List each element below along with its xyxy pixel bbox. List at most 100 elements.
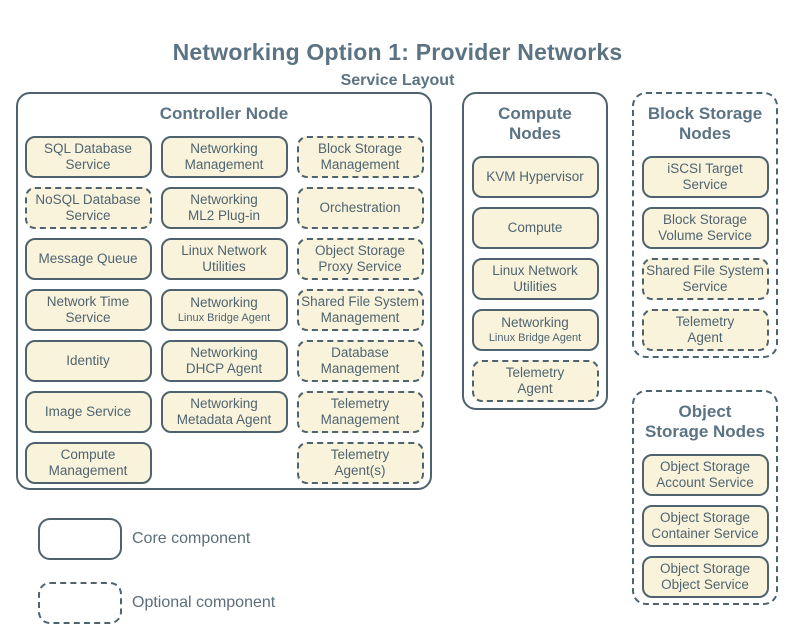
message-queue-box: Message Queue — [24, 238, 152, 280]
service-label-line: Object Storage — [314, 242, 406, 258]
service-label-line: Volume Service — [658, 228, 752, 243]
service-label-line: Account Service — [656, 475, 754, 490]
legend-core-row: Core component — [38, 518, 275, 560]
service-label-line: Networking — [501, 315, 569, 331]
service-label-line: NoSQL Database — [35, 191, 141, 207]
service-label-line: Service — [65, 310, 111, 325]
service-label-line: Image Service — [44, 403, 132, 419]
service-label-line: Object Service — [661, 577, 749, 592]
service-label-line: Networking — [190, 295, 258, 311]
service-label-line: Proxy Service — [318, 259, 402, 274]
legend-optional-row: Optional component — [38, 582, 275, 624]
service-label-line: DHCP Agent — [185, 361, 263, 376]
service-label-line: Agent — [517, 381, 553, 396]
service-label-line: Service — [65, 208, 111, 223]
legend: Core component Optional component — [38, 518, 275, 642]
service-label-line: Utilities — [202, 259, 246, 274]
service-label-line: Telemetry — [505, 364, 565, 380]
service-label-line: Networking — [190, 395, 258, 411]
service-label-line: Linux Bridge Agent — [177, 311, 271, 324]
service-label-line: Network Time — [46, 293, 130, 309]
optional-component-label: Optional component — [132, 594, 276, 611]
service-label-line: Telemetry — [330, 395, 390, 411]
service-label-line: iSCSI Target — [667, 160, 743, 176]
service-label-line: Nodes — [509, 124, 561, 143]
service-label-line: Linux Network — [492, 262, 578, 278]
optional-component-swatch — [38, 582, 122, 624]
service-label-line: Identity — [66, 352, 110, 368]
service-label-line: Storage Nodes — [645, 422, 765, 441]
service-label-line: Service — [65, 157, 111, 172]
service-label-line: Block Storage — [647, 104, 763, 123]
service-label-line: Container Service — [651, 526, 759, 541]
service-label-line: Utilities — [513, 279, 557, 294]
service-label-line: Telemetry — [675, 313, 735, 329]
service-label-line: Shared File System — [301, 293, 419, 309]
service-label-line: Service — [682, 279, 728, 294]
service-label-line: Compute — [60, 446, 116, 462]
service-label-line: Management — [320, 412, 400, 427]
service-label-line: Management — [184, 157, 264, 172]
service-label-line: Compute — [507, 219, 563, 235]
diagram-subtitle: Service Layout — [340, 72, 455, 90]
service-label-line: Linux Bridge Agent — [488, 331, 582, 344]
diagram-title: Networking Option 1: Provider Networks — [172, 39, 623, 66]
service-label-line: Nodes — [679, 124, 731, 143]
compute-box: Compute — [471, 207, 599, 249]
service-label-line: Management — [320, 310, 400, 325]
service-label-line: Block Storage — [662, 211, 748, 227]
service-label-line: Database — [331, 344, 389, 360]
service-label-line: Networking — [190, 191, 258, 207]
service-label-line: Compute — [498, 104, 572, 123]
orchestration-box: Orchestration — [296, 187, 424, 229]
service-label-line: SQL Database — [43, 140, 133, 156]
service-label-line: Block Storage — [317, 140, 403, 156]
core-component-swatch — [38, 518, 122, 560]
service-label-line: Linux Network — [181, 242, 267, 258]
service-label-line: Telemetry — [330, 446, 390, 462]
service-label-line: Object Storage — [659, 509, 751, 525]
service-label-line: KVM Hypervisor — [486, 168, 584, 184]
service-label-line: Controller Node — [159, 104, 289, 123]
kvm-hypervisor-box: KVM Hypervisor — [471, 156, 599, 198]
service-label-line: Agent — [687, 330, 723, 345]
service-label-line: Object Storage — [659, 458, 751, 474]
identity-box: Identity — [24, 340, 152, 382]
service-label-line: Shared File System — [646, 262, 764, 278]
service-label-line: ML2 Plug-in — [187, 208, 261, 223]
service-label-line: Management — [48, 463, 128, 478]
image-service-box: Image Service — [24, 391, 152, 433]
service-label-line: Agent(s) — [334, 463, 386, 478]
service-label-line: Object — [678, 402, 732, 421]
